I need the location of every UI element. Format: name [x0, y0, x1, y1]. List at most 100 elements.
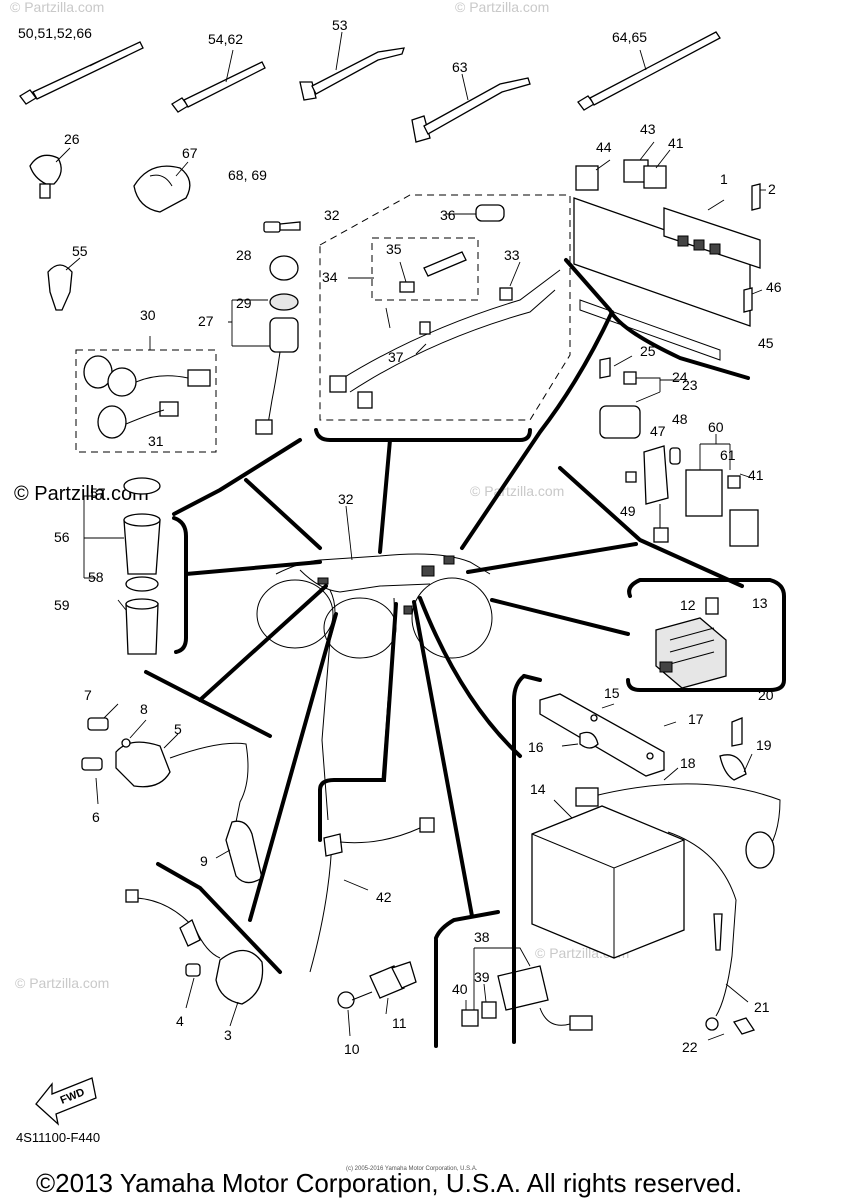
part-number-label: 4: [176, 1013, 184, 1029]
part-number-label: 34: [322, 269, 338, 285]
part-number-label: 64,65: [612, 29, 647, 45]
part-number-label: 23: [682, 377, 698, 393]
part-number-label: 49: [620, 503, 636, 519]
part-number-label: 1: [720, 171, 728, 187]
part-number-label: 47: [650, 423, 666, 439]
part-number-label: 54,62: [208, 31, 243, 47]
cable-tie-50: [19, 41, 144, 105]
part-number-label: 42: [376, 889, 392, 905]
part-number-label: 21: [754, 999, 770, 1015]
key-68: [263, 221, 301, 233]
part-number-label: 14: [530, 781, 546, 797]
part-number-label: 30: [140, 307, 156, 323]
part-number-label: 24: [672, 369, 688, 385]
battery: [531, 805, 685, 959]
battery-cables: [553, 703, 781, 1041]
part-number-label: 67: [182, 145, 198, 161]
part-number-label: 58: [88, 569, 104, 585]
sub-harness-box: [371, 237, 479, 301]
sensor-set: [83, 336, 211, 439]
part-number-label: 27: [198, 313, 214, 329]
part-number-label: 61: [720, 447, 736, 463]
main-switch: [228, 255, 299, 435]
part-number-label: 3: [224, 1027, 232, 1043]
brand-watermark: © Partzilla.com: [14, 483, 149, 505]
part-number-label: 55: [72, 243, 88, 259]
part-number-label: 13: [752, 595, 768, 611]
part-number-label: 22: [682, 1039, 698, 1055]
watermark: © Partzilla.com: [15, 975, 109, 991]
harness-box: [319, 194, 571, 421]
part-number-label: 11: [392, 1015, 407, 1031]
cable-tie-63: [411, 73, 531, 143]
part-number-label: 10: [344, 1041, 360, 1057]
part-number-label: 6: [92, 809, 100, 825]
part-number-label: 56: [54, 529, 70, 545]
regulator-unit: [461, 947, 593, 1031]
cable-tie-64: [577, 31, 721, 111]
part-number-label: 18: [680, 755, 696, 771]
figure-code: 4S11100-F440: [16, 1130, 100, 1145]
part-number-label: 28: [236, 247, 252, 263]
sensor-box: [75, 349, 217, 453]
part-number-label: 50,51,52,66: [18, 25, 92, 41]
part-number-label: 36: [440, 207, 456, 223]
part-number-label: 41: [748, 467, 764, 483]
small-copyright: (c) 2005-2016 Yamaha Motor Corporation, …: [346, 1166, 478, 1172]
clip-55: [47, 257, 81, 311]
wire-harness: [329, 204, 561, 409]
battery-band: [539, 693, 665, 777]
clamp-26: [29, 147, 71, 199]
part-number-label: 44: [596, 139, 612, 155]
part-number-label: 37: [388, 349, 404, 365]
part-number-label: 20: [758, 687, 774, 703]
part-number-label: 2: [768, 181, 776, 197]
part-number-label: 17: [688, 711, 704, 727]
part-number-label: 29: [236, 295, 252, 311]
part-number-label: 35: [386, 241, 402, 257]
watermark: © Partzilla.com: [455, 0, 549, 15]
part-number-label: 31: [148, 433, 164, 449]
part-number-label: 60: [708, 419, 724, 435]
part-number-label: 19: [756, 737, 772, 753]
accessory-socket: [83, 477, 161, 655]
clamp-67: [133, 161, 191, 213]
callout-lines: [144, 258, 750, 1048]
pickup-coil: [125, 889, 264, 1027]
cable-tie-53: [299, 31, 405, 101]
part-number-label: 9: [200, 853, 208, 869]
relay-bracket: [573, 141, 766, 361]
part-number-label: 57: [90, 485, 106, 501]
part-number-label: 5: [174, 721, 182, 737]
part-number-label: 12: [680, 597, 696, 613]
watermark: © Partzilla.com: [470, 483, 564, 499]
neutral-switch: [337, 961, 417, 1037]
watermark: © Partzilla.com: [10, 0, 104, 15]
part-number-label: 8: [140, 701, 148, 717]
part-number-label: 63: [452, 59, 468, 75]
part-number-label: 33: [504, 247, 520, 263]
fwd-arrow-icon: FWD: [35, 1077, 97, 1126]
part-number-label: 48: [672, 411, 688, 427]
part-number-label: 7: [84, 687, 92, 703]
part-number-label: 39: [474, 969, 490, 985]
part-number-label: 53: [332, 17, 348, 33]
copyright-footer: ©2013 Yamaha Motor Corporation, U.S.A. A…: [36, 1168, 742, 1198]
callout-bracket: [626, 578, 786, 692]
part-number-label: 40: [452, 981, 468, 997]
part-number-label: 26: [64, 131, 80, 147]
relay-cluster: [625, 434, 759, 547]
oil-sensor: [309, 817, 435, 973]
part-number-label: 45: [758, 335, 774, 351]
ignition-coil: [81, 703, 263, 884]
part-number-label: 32: [324, 207, 340, 223]
part-number-label: 41: [668, 135, 684, 151]
part-number-label: 59: [54, 597, 70, 613]
part-number-label: 43: [640, 121, 656, 137]
part-number-label: 46: [766, 279, 782, 295]
part-number-label: 16: [528, 739, 544, 755]
part-number-label: 15: [604, 685, 620, 701]
part-number-label: 68, 69: [228, 167, 267, 183]
